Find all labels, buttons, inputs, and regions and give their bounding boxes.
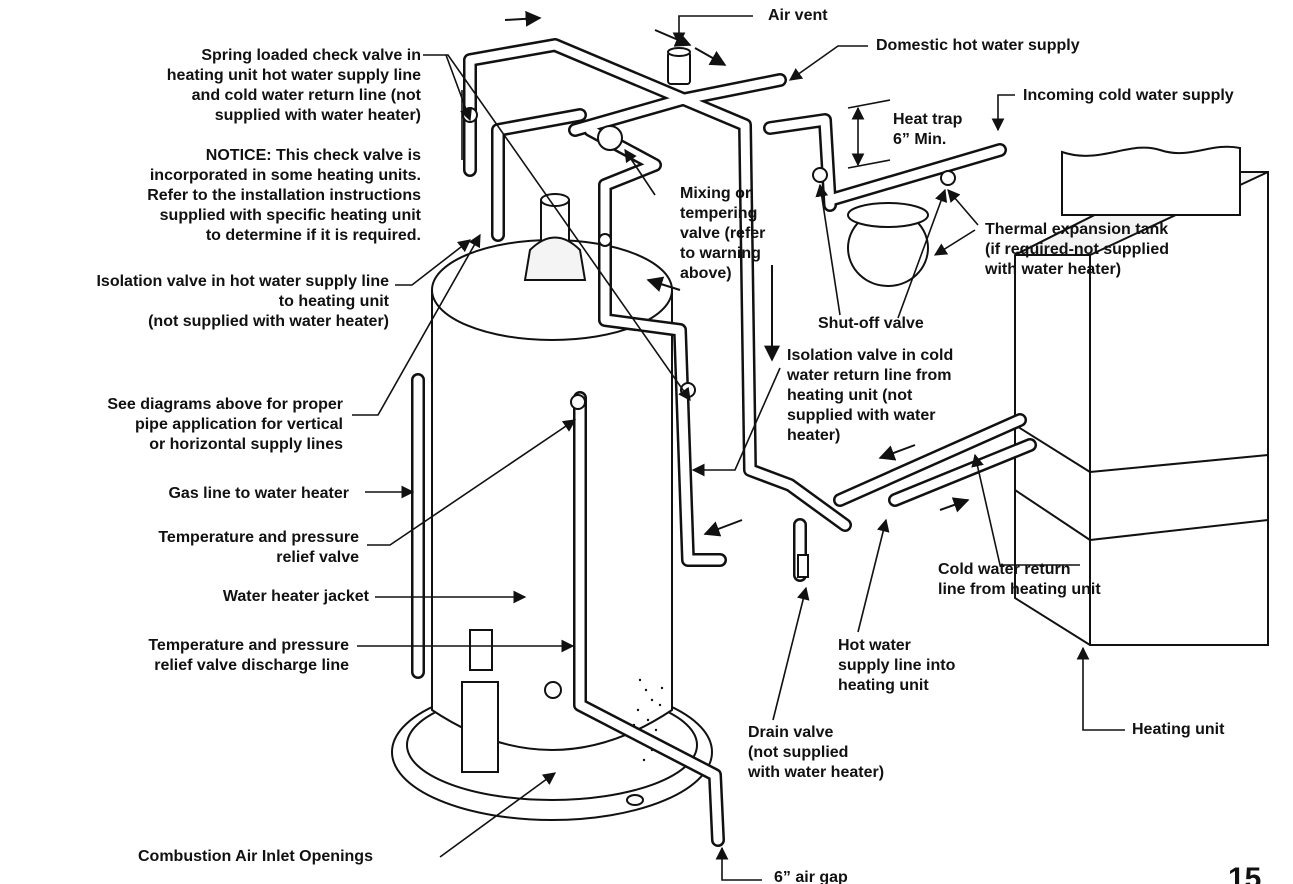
combustion-air-label: Combustion Air Inlet Openings (138, 848, 373, 865)
drain-valve-label: Drain valve (not supplied with water hea… (748, 724, 885, 781)
leader-lines (352, 15, 1125, 881)
heating-unit-label: Heating unit (1132, 721, 1225, 738)
piping-inner (413, 40, 1035, 845)
gas-line-label: Gas line to water heater (168, 485, 349, 502)
heat-trap-dimension (847, 99, 891, 169)
see-diagrams-label: See diagrams above for proper pipe appli… (107, 396, 343, 453)
incoming-cold-water-supply-label: Incoming cold water supply (1023, 87, 1234, 104)
notice-label: NOTICE: This check valve is incorporated… (147, 147, 421, 244)
shut-off-valve-label: Shut-off valve (818, 315, 924, 332)
check-valve-label: Spring loaded check valve in heating uni… (166, 47, 421, 124)
shutoff-valve-right (940, 170, 956, 186)
six-inch-min-label: 6” Min. (893, 131, 947, 148)
isolation-valve-cold-label: Isolation valve in cold water return lin… (787, 347, 954, 444)
air-vent-label: Air vent (768, 7, 828, 24)
tp-relief-valve-label: Temperature and pressure relief valve (158, 529, 359, 566)
mixing-valve-body (597, 125, 623, 151)
thermal-expansion-tank-label: Thermal expansion tank (if required-not … (985, 221, 1169, 278)
heat-trap-label: Heat trap (893, 111, 963, 128)
domestic-hot-water-supply-label: Domestic hot water supply (876, 37, 1080, 54)
hot-water-supply-into-label: Hot water supply line into heating unit (838, 637, 956, 694)
page-number: 15 (1228, 862, 1262, 884)
isolation-valve-hot-label: Isolation valve in hot water supply line… (96, 273, 389, 330)
jacket-label: Water heater jacket (222, 588, 369, 605)
mixing-valve-label: Mixing or tempering valve (refer to warn… (680, 185, 766, 282)
air-gap-label: 6” air gap (774, 869, 848, 884)
flow-arrows (504, 10, 970, 537)
tp-discharge-line-label: Temperature and pressure relief valve di… (148, 637, 349, 674)
shutoff-valve-left (812, 167, 828, 183)
water-heater-tank (391, 193, 713, 821)
heating-unit-cabinet (1014, 145, 1269, 646)
cold-water-return-label: Cold water return line from heating unit (938, 561, 1101, 598)
